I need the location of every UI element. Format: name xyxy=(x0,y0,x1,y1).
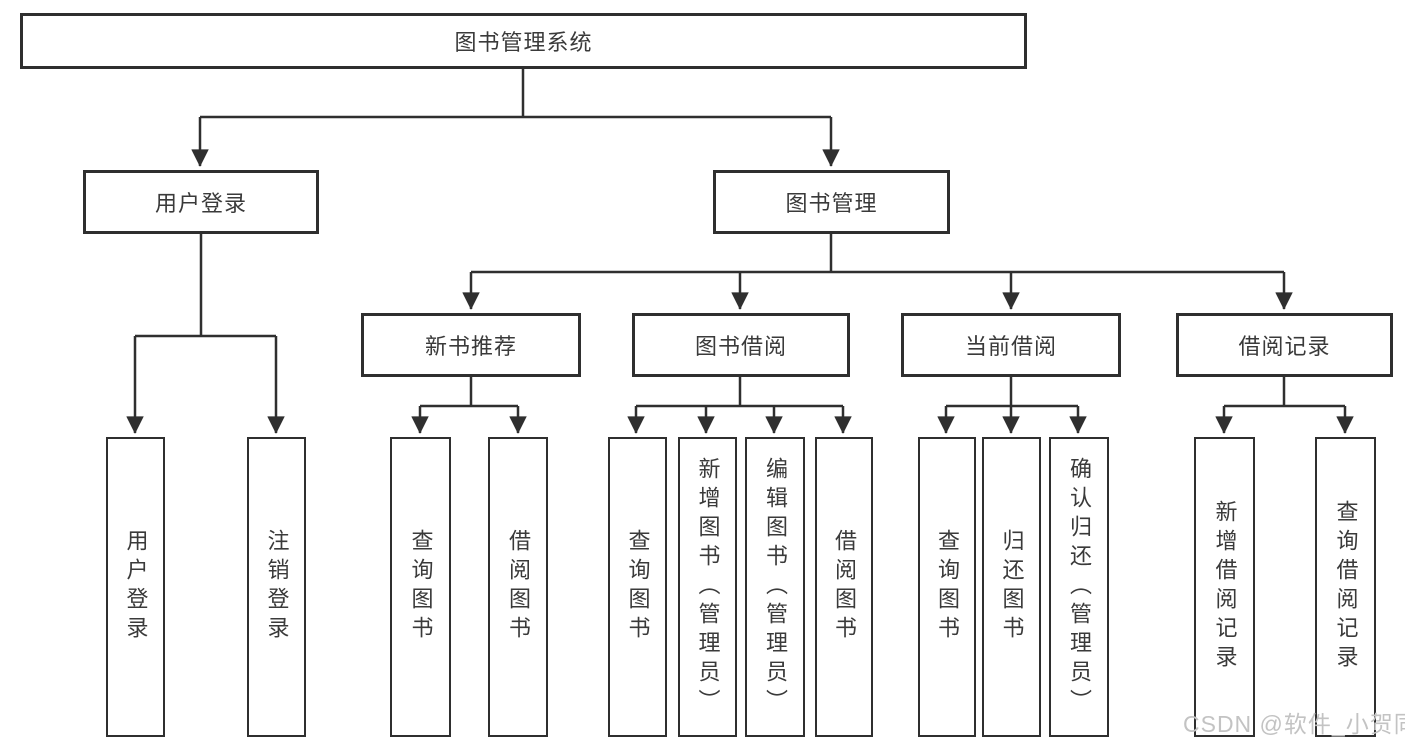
connector-user-login xyxy=(126,234,285,434)
leaf-record-query-borrow-record-label: 查询借阅记录 xyxy=(1333,500,1359,674)
node-root-library-system: 图书管理系统 xyxy=(20,13,1027,69)
leaf-borrow-borrow-books-label: 借阅图书 xyxy=(832,529,857,645)
connector-book-management xyxy=(462,234,1293,310)
leaf-user-login-label: 用户登录 xyxy=(123,529,149,645)
leaf-current-confirm-return-admin: 确认归还（管理员） xyxy=(1049,437,1109,737)
leaf-recommend-query-books: 查询图书 xyxy=(390,437,451,737)
leaf-recommend-borrow-books-label: 借阅图书 xyxy=(506,529,531,645)
node-current-borrow-label: 当前借阅 xyxy=(964,334,1057,359)
node-book-borrow: 图书借阅 xyxy=(632,313,850,377)
node-book-management: 图书管理 xyxy=(713,170,950,234)
leaf-borrow-add-books-admin: 新增图书（管理员） xyxy=(678,437,737,737)
leaf-borrow-edit-books-admin-label: 编辑图书（管理员） xyxy=(763,456,788,718)
leaf-current-return-books-label: 归还图书 xyxy=(999,529,1025,645)
leaf-borrow-add-books-admin-label: 新增图书（管理员） xyxy=(695,456,721,718)
leaf-current-query-books: 查询图书 xyxy=(918,437,976,737)
connector-new-book-recommend xyxy=(411,377,527,434)
leaf-record-query-borrow-record: 查询借阅记录 xyxy=(1315,437,1376,737)
leaf-current-query-books-label: 查询图书 xyxy=(935,529,960,645)
leaf-recommend-query-books-label: 查询图书 xyxy=(408,529,434,645)
csdn-watermark: CSDN @软件_小贺同学 xyxy=(1183,711,1405,737)
connector-root xyxy=(191,69,840,167)
node-book-management-label: 图书管理 xyxy=(785,191,878,216)
leaf-record-add-borrow-record-label: 新增借阅记录 xyxy=(1212,500,1238,674)
leaf-logout: 注销登录 xyxy=(247,437,306,737)
leaf-borrow-borrow-books: 借阅图书 xyxy=(815,437,873,737)
leaf-current-return-books: 归还图书 xyxy=(982,437,1041,737)
node-borrow-record: 借阅记录 xyxy=(1176,313,1393,377)
node-user-login-branch: 用户登录 xyxy=(83,170,319,234)
node-borrow-record-label: 借阅记录 xyxy=(1238,334,1331,359)
leaf-borrow-query-books: 查询图书 xyxy=(608,437,667,737)
connector-borrow-record xyxy=(1215,377,1354,434)
leaf-recommend-borrow-books: 借阅图书 xyxy=(488,437,548,737)
leaf-record-add-borrow-record: 新增借阅记录 xyxy=(1194,437,1255,737)
node-root-label: 图书管理系统 xyxy=(454,30,593,55)
connector-current-borrow xyxy=(937,377,1087,434)
leaf-borrow-query-books-label: 查询图书 xyxy=(625,529,651,645)
node-new-book-recommend: 新书推荐 xyxy=(361,313,581,377)
leaf-user-login: 用户登录 xyxy=(106,437,165,737)
leaf-borrow-edit-books-admin: 编辑图书（管理员） xyxy=(745,437,805,737)
node-user-login-branch-label: 用户登录 xyxy=(154,191,247,216)
node-current-borrow: 当前借阅 xyxy=(901,313,1121,377)
leaf-logout-label: 注销登录 xyxy=(264,529,290,645)
connector-book-borrow xyxy=(627,377,852,434)
node-book-borrow-label: 图书借阅 xyxy=(694,334,787,359)
leaf-current-confirm-return-admin-label: 确认归还（管理员） xyxy=(1067,456,1092,718)
node-new-book-recommend-label: 新书推荐 xyxy=(424,334,517,359)
